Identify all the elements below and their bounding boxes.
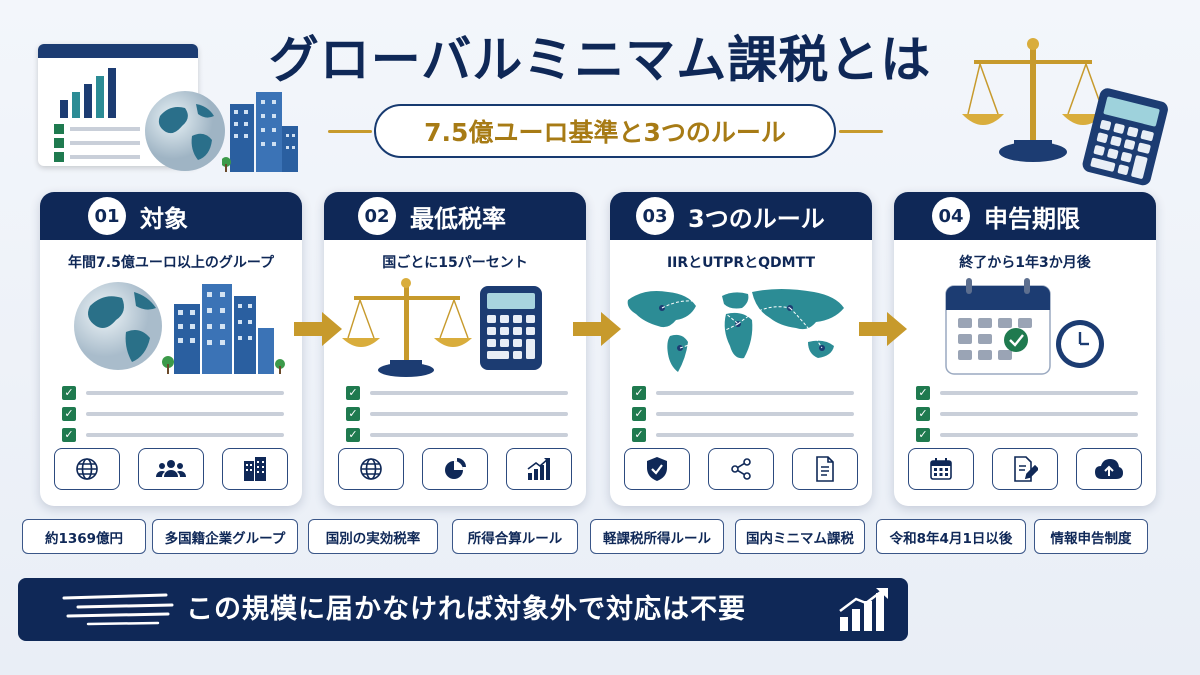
pie-chart-icon — [422, 448, 488, 490]
checklist-item: ✓ — [916, 403, 1138, 424]
card-icon-row — [338, 448, 572, 490]
shield-check-icon — [624, 448, 690, 490]
card-icon-row — [908, 448, 1142, 490]
card-number: 04 — [932, 197, 970, 235]
check-icon: ✓ — [346, 406, 360, 421]
share-nodes-icon — [708, 448, 774, 490]
card-header: 04 申告期限 — [894, 192, 1156, 240]
calculator-illustration — [1082, 88, 1168, 186]
card-number: 01 — [88, 197, 126, 235]
checklist: ✓ ✓ ✓ — [916, 382, 1138, 445]
footer-banner: この規模に届かなければ対象外で対応は不要 — [18, 578, 908, 641]
speed-lines-icon — [62, 593, 174, 626]
check-icon: ✓ — [916, 427, 930, 442]
keyword-tag: 令和8年4月1日以後 — [876, 519, 1026, 554]
card-minimum-rate: 02 最低税率 国ごとに15パーセント ✓ ✓ ✓ — [324, 192, 586, 506]
page-title: グローバルミニマム課税とは — [268, 31, 932, 89]
checklist-item: ✓ — [632, 424, 854, 445]
subtitle-block: 7.5億ユーロ基準と3つのルール — [328, 104, 883, 158]
checklist-item: ✓ — [62, 382, 284, 403]
check-icon: ✓ — [346, 427, 360, 442]
globe-illustration — [145, 91, 225, 171]
card-target: 01 対象 年間7.5億ユーロ以上のグループ ✓ ✓ ✓ — [40, 192, 302, 506]
subtitle-right-rule — [839, 130, 883, 133]
arrow-right-icon — [573, 312, 621, 346]
arrow-right-icon — [859, 312, 907, 346]
card-number: 03 — [636, 197, 674, 235]
keyword-tag: 多国籍企業グループ — [152, 519, 298, 554]
globe-icon — [338, 448, 404, 490]
card-subtitle: 終了から1年3か月後 — [959, 255, 1091, 271]
check-icon: ✓ — [62, 406, 76, 421]
card-subtitle: IIRとUTPRとQDMTT — [666, 255, 816, 271]
check-icon: ✓ — [916, 385, 930, 400]
check-icon: ✓ — [62, 427, 76, 442]
world-map-illustration — [627, 289, 844, 372]
checklist-item: ✓ — [346, 403, 568, 424]
check-icon: ✓ — [346, 385, 360, 400]
scale-calculator-illustration — [342, 278, 542, 377]
buildings-illustration — [222, 92, 298, 172]
checklist-item: ✓ — [916, 424, 1138, 445]
card-title: 3つのルール — [688, 204, 825, 233]
keyword-tag: 国内ミニマム課税 — [735, 519, 865, 554]
checklist-item: ✓ — [62, 424, 284, 445]
growth-chart-icon — [506, 448, 572, 490]
scale-illustration — [962, 38, 1105, 162]
checklist: ✓ ✓ ✓ — [346, 382, 568, 445]
arrow-right-icon — [294, 312, 342, 346]
globe-buildings-illustration — [74, 282, 285, 374]
checklist: ✓ ✓ ✓ — [62, 382, 284, 445]
document-icon — [792, 448, 858, 490]
check-icon: ✓ — [632, 406, 646, 421]
checklist-item: ✓ — [632, 382, 854, 403]
subtitle-pill: 7.5億ユーロ基準と3つのルール — [374, 104, 836, 158]
card-header: 02 最低税率 — [324, 192, 586, 240]
calendar-clock-illustration — [945, 278, 1104, 375]
card-icon-row — [54, 448, 288, 490]
keyword-tag: 軽課税所得ルール — [590, 519, 724, 554]
check-icon: ✓ — [632, 385, 646, 400]
checklist-item: ✓ — [632, 403, 854, 424]
card-header: 01 対象 — [40, 192, 302, 240]
card-subtitle: 年間7.5億ユーロ以上のグループ — [68, 255, 274, 271]
checklist-item: ✓ — [346, 382, 568, 403]
cloud-upload-icon — [1076, 448, 1142, 490]
keyword-tag: 約1369億円 — [22, 519, 146, 554]
globe-icon — [54, 448, 120, 490]
people-icon — [138, 448, 204, 490]
check-icon: ✓ — [632, 427, 646, 442]
checklist-item: ✓ — [346, 424, 568, 445]
card-title: 最低税率 — [410, 204, 506, 233]
card-three-rules: 03 3つのルール IIRとUTPRとQDMTT ✓ ✓ ✓ — [610, 192, 872, 506]
checklist: ✓ ✓ ✓ — [632, 382, 854, 445]
keyword-tag: 国別の実効税率 — [308, 519, 438, 554]
card-icon-row — [624, 448, 858, 490]
card-title: 対象 — [140, 204, 188, 233]
check-icon: ✓ — [916, 406, 930, 421]
card-title: 申告期限 — [984, 204, 1080, 233]
growth-chart-icon — [839, 588, 888, 631]
card-number: 02 — [358, 197, 396, 235]
card-header: 03 3つのルール — [610, 192, 872, 240]
edit-document-icon — [992, 448, 1058, 490]
checklist-item: ✓ — [62, 403, 284, 424]
keyword-tag: 情報申告制度 — [1034, 519, 1148, 554]
building-icon — [222, 448, 288, 490]
calendar-icon — [908, 448, 974, 490]
keyword-tag: 所得合算ルール — [452, 519, 578, 554]
subtitle-left-rule — [328, 130, 372, 133]
check-icon: ✓ — [62, 385, 76, 400]
card-subtitle: 国ごとに15パーセント — [382, 255, 528, 271]
card-filing-deadline: 04 申告期限 終了から1年3か月後 ✓ ✓ ✓ — [894, 192, 1156, 506]
checklist-item: ✓ — [916, 382, 1138, 403]
footer-message: この規模に届かなければ対象外で対応は不要 — [186, 594, 746, 625]
